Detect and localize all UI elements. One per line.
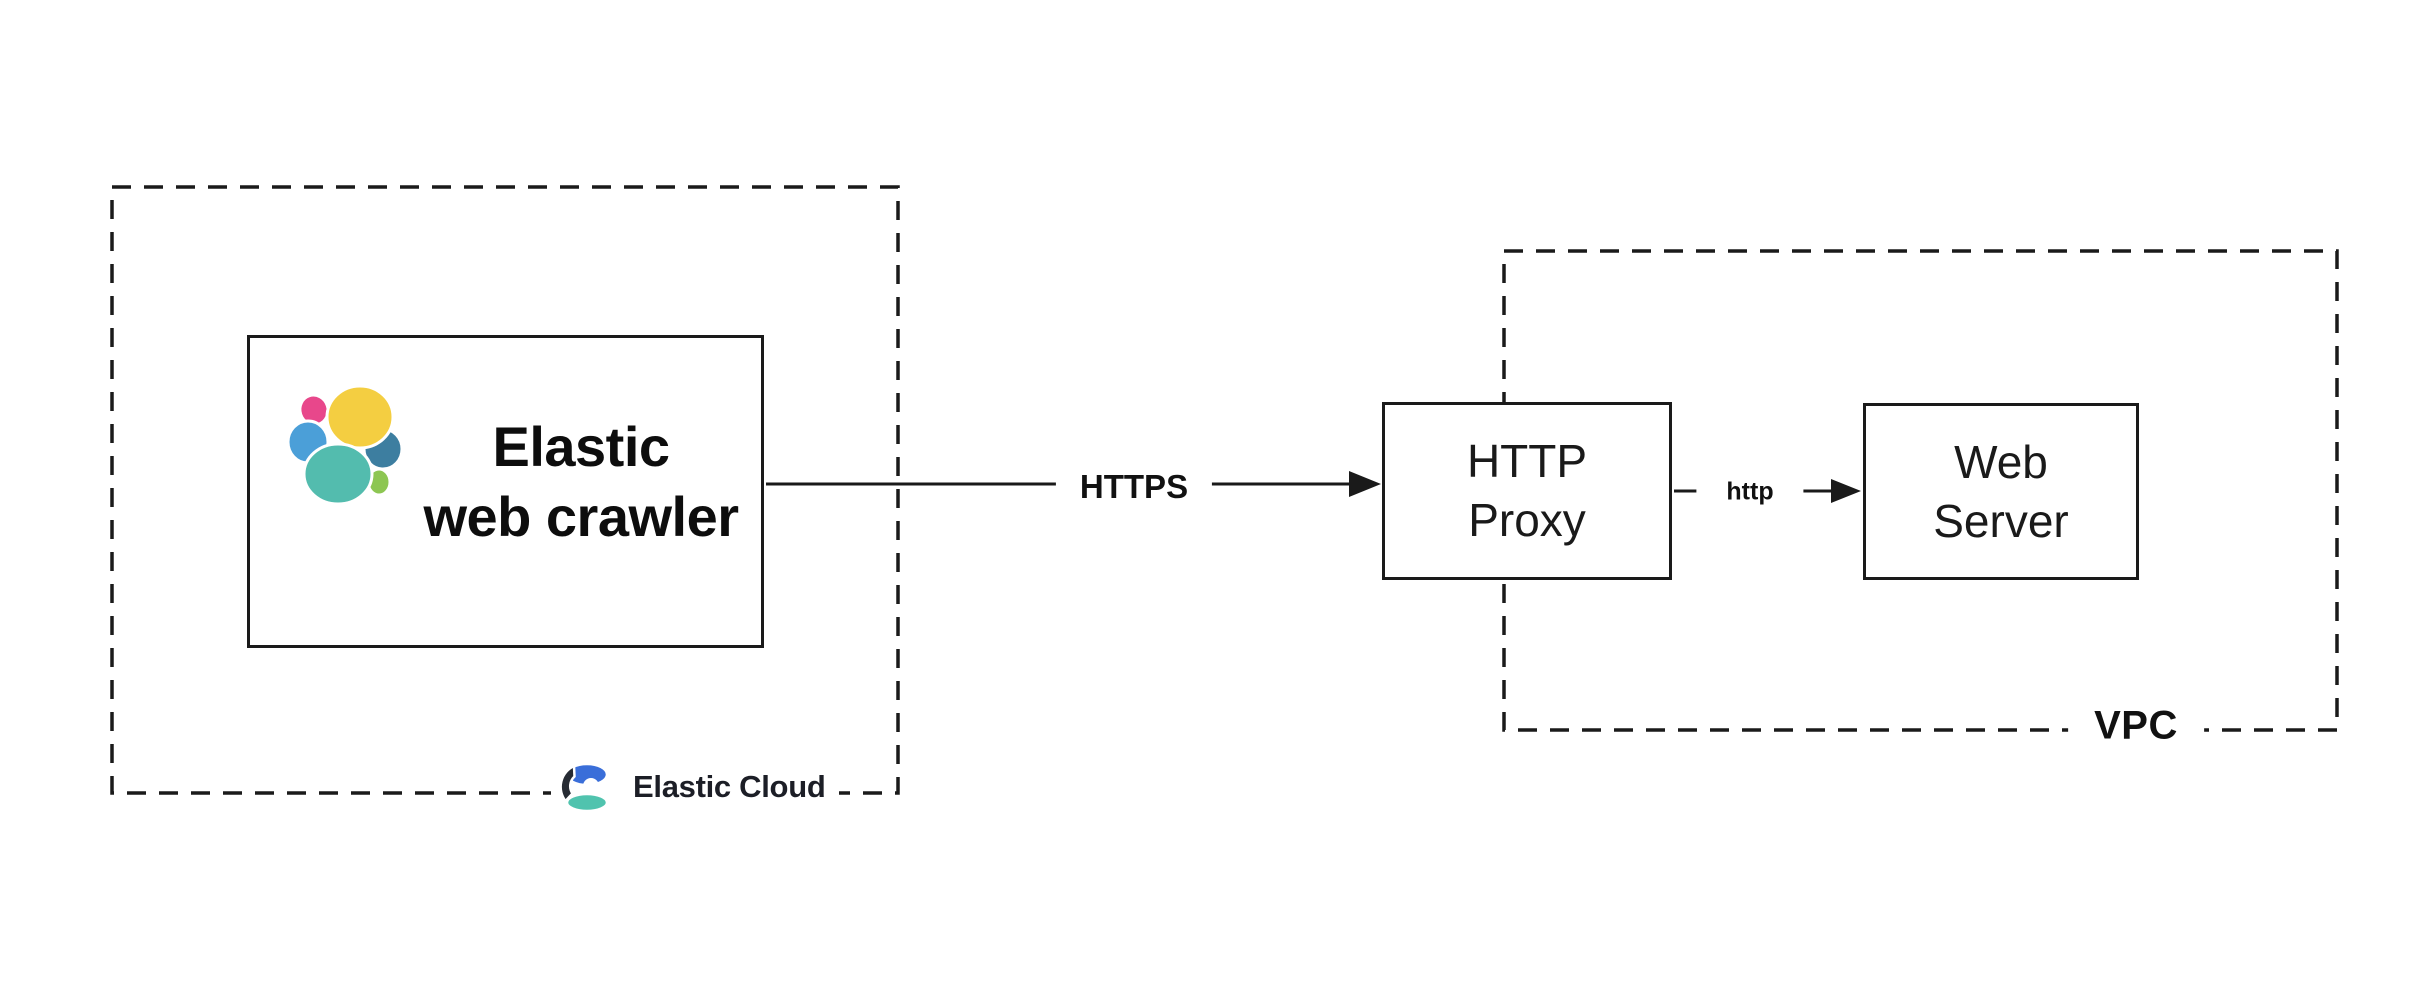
elastic-cloud-badge-label: Elastic Cloud: [633, 769, 826, 804]
cloud-icon-dark-segment: [561, 763, 576, 803]
elasticsearch-logo-icon: [288, 386, 402, 504]
elastic-cloud-icon: [561, 763, 607, 811]
elastic-cloud-badge: Elastic Cloud: [551, 756, 840, 818]
https-edge-label: HTTPS: [1055, 462, 1213, 512]
logo-teal-blob: [302, 442, 374, 504]
logo-yellow-blob: [325, 386, 395, 450]
node-label-web-server: Web Server: [1933, 435, 2069, 547]
http-edge-label: http: [1696, 472, 1804, 512]
http-arrowhead-icon: [1831, 479, 1861, 503]
elastic-cloud-boundary: [110, 185, 900, 795]
node-label-http-proxy: HTTP Proxy: [1466, 435, 1588, 546]
cloud-icon-notch: [583, 777, 599, 794]
node-elastic-web-crawler: Elastic web crawler: [247, 335, 764, 648]
vpc-boundary-label: VPC: [2068, 695, 2204, 757]
https-arrowhead-icon: [1349, 471, 1381, 497]
node-http-proxy: HTTP Proxy: [1382, 402, 1672, 580]
node-label-elastic-web-crawler: Elastic web crawler: [423, 415, 739, 548]
node-web-server: Web Server: [1863, 403, 2139, 580]
cloud-icon-teal-segment: [565, 792, 607, 811]
